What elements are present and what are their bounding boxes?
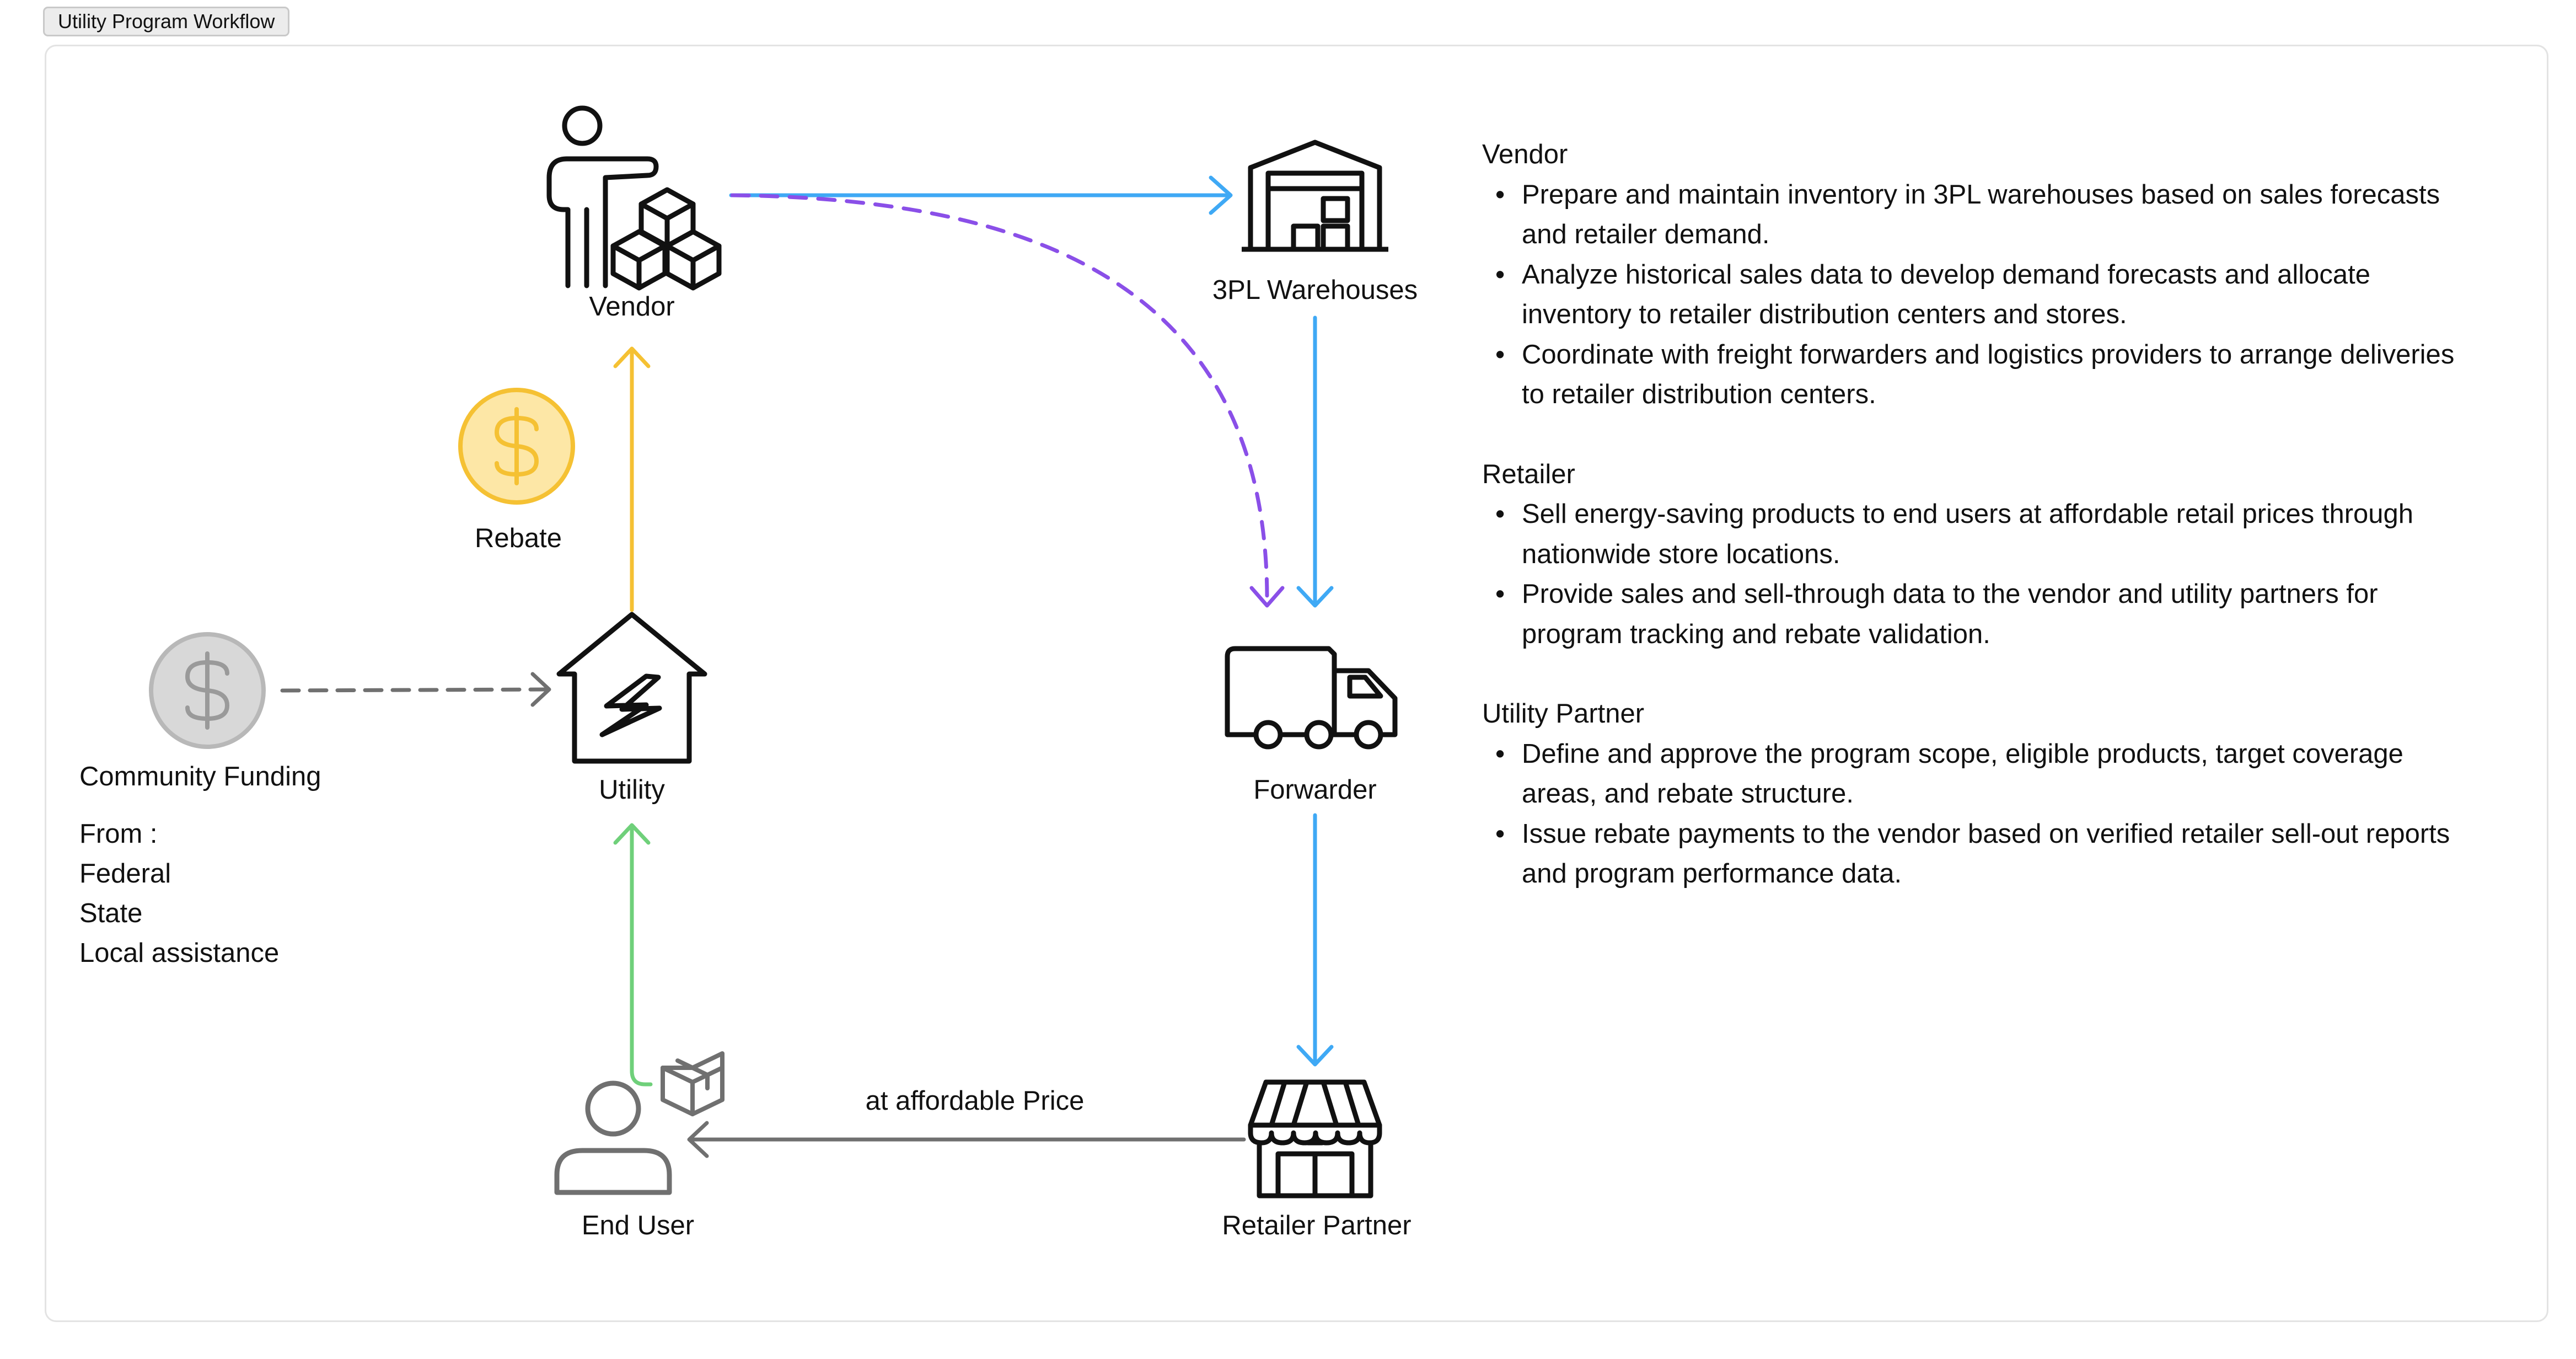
funding-source-item: Federal xyxy=(79,859,171,889)
dollar-coin-icon xyxy=(458,388,575,505)
role-item: Analyze historical sales data to develop… xyxy=(1482,255,2475,335)
role-item: Coordinate with freight forwarders and l… xyxy=(1482,335,2475,415)
role-title: Utility Partner xyxy=(1482,699,1645,729)
diagram-title: Utility Program Workflow xyxy=(58,10,275,33)
funding-source-item: State xyxy=(79,898,143,928)
storefront-icon xyxy=(1248,1079,1382,1199)
role-title: Vendor xyxy=(1482,140,1568,169)
role-section-vendor: Vendor Prepare and maintain inventory in… xyxy=(1482,135,2475,415)
role-descriptions: Vendor Prepare and maintain inventory in… xyxy=(1482,135,2475,934)
role-item: Provide sales and sell-through data to t… xyxy=(1482,574,2475,654)
dollar-coin-icon xyxy=(149,632,266,749)
arrow-vendor-to-forwarder-dashed xyxy=(730,193,1285,608)
node-label-warehouses: 3PL Warehouses xyxy=(1212,275,1418,305)
role-item: Define and approve the program scope, el… xyxy=(1482,734,2475,814)
edge-label-price: at affordable Price xyxy=(865,1086,1085,1116)
arrow-utility-to-vendor xyxy=(613,346,651,612)
arrow-end-user-to-utility xyxy=(613,823,653,1087)
role-item: Prepare and maintain inventory in 3PL wa… xyxy=(1482,175,2475,255)
role-section-retailer: Retailer Sell energy-saving products to … xyxy=(1482,454,2475,655)
node-label-rebate: Rebate xyxy=(474,523,562,553)
arrow-vendor-to-warehouses xyxy=(729,175,1233,215)
house-lightning-icon xyxy=(556,612,707,764)
diagram-title-tab[interactable]: Utility Program Workflow xyxy=(43,7,290,36)
node-label-vendor: Vendor xyxy=(589,292,675,322)
role-item: Sell energy-saving products to end users… xyxy=(1482,494,2475,574)
node-label-retailer-partner: Retailer Partner xyxy=(1222,1211,1412,1240)
role-item-list: Define and approve the program scope, el… xyxy=(1482,734,2475,894)
arrow-warehouses-to-forwarder xyxy=(1296,315,1334,608)
arrow-forwarder-to-retailer xyxy=(1296,813,1334,1067)
funding-source-item: Local assistance xyxy=(79,938,280,968)
role-item-list: Sell energy-saving products to end users… xyxy=(1482,494,2475,654)
node-label-forwarder: Forwarder xyxy=(1253,775,1377,805)
warehouse-icon xyxy=(1242,140,1388,252)
role-title: Retailer xyxy=(1482,459,1575,489)
role-item-list: Prepare and maintain inventory in 3PL wa… xyxy=(1482,175,2475,415)
person-with-boxes-icon xyxy=(546,105,722,291)
node-label-end-user: End User xyxy=(581,1211,695,1240)
package-icon xyxy=(661,1051,724,1116)
role-section-utility-partner: Utility Partner Define and approve the p… xyxy=(1482,694,2475,894)
funding-sources-list: From : Federal State Local assistance xyxy=(79,814,279,973)
node-label-community-funding: Community Funding xyxy=(79,762,321,791)
truck-icon xyxy=(1225,646,1398,750)
node-label-utility: Utility xyxy=(599,775,665,805)
user-icon xyxy=(554,1080,672,1195)
arrow-retailer-to-end-user xyxy=(687,1121,1246,1158)
funding-sources-heading: From : xyxy=(79,819,158,849)
role-item: Issue rebate payments to the vendor base… xyxy=(1482,814,2475,894)
arrow-funding-to-utility-dashed xyxy=(280,672,551,707)
